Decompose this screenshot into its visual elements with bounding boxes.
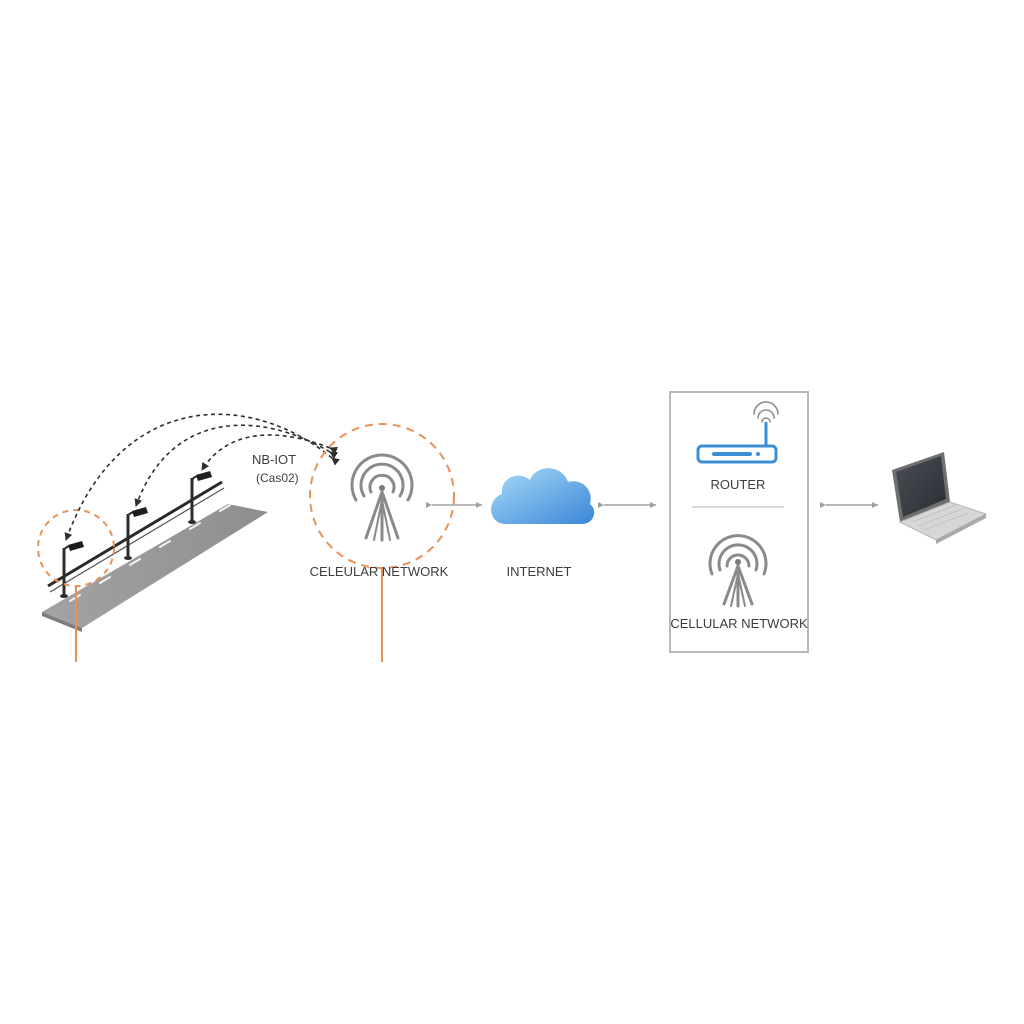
street-scene [37,471,268,662]
cell-tower-icon [708,534,768,608]
nbiot-link-arc [134,424,339,507]
wifi-router-icon [696,401,779,464]
internet: INTERNET [491,468,595,579]
cellular-network-right-label: CELLULAR NETWORK [670,616,808,631]
nbiot-sublabel: (Cas02) [256,471,299,485]
gateway-panel: ROUTER CELLULAR NETWORK [669,391,809,653]
cell-tower-icon [350,453,414,542]
cloud-icon [491,468,595,524]
internet-label: INTERNET [507,564,572,579]
nbiot-link-arc [201,434,338,471]
nbiot-link-arc [64,413,340,541]
cellular-network-left-label: CELEULAR NETWORK [310,564,449,579]
nbiot-links [64,413,340,541]
nbiot-label: NB-IOT [252,452,296,467]
cellular-network-left: CELEULAR NETWORK [309,423,455,662]
gateway-panel-frame [669,391,809,653]
road-edge [42,612,82,632]
street-lamp-icon [60,541,84,598]
laptop-icon [892,452,988,544]
router-label: ROUTER [711,477,766,492]
